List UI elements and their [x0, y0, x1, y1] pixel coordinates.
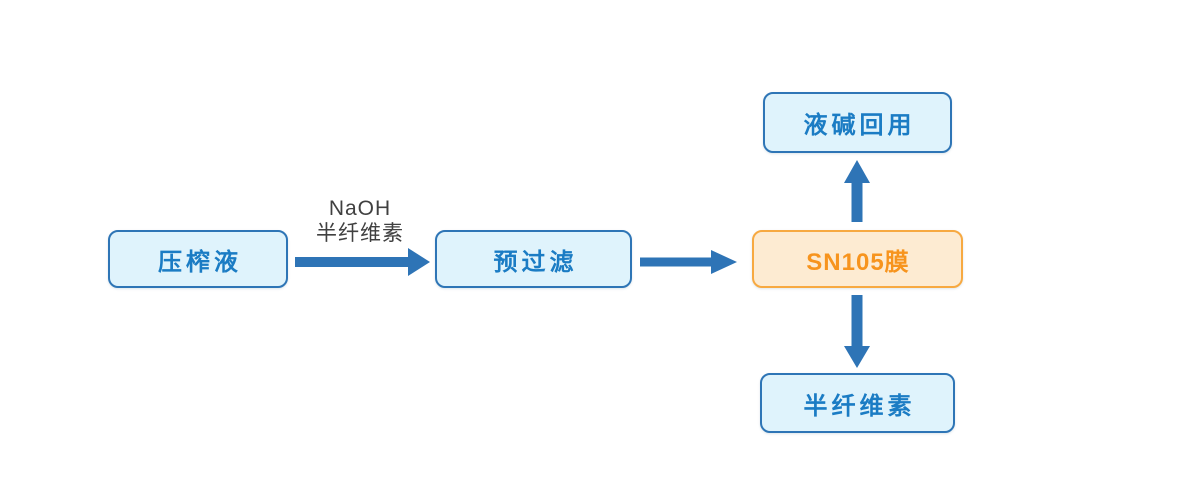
arrow-sn105-to-hemicellulose	[844, 295, 870, 368]
arrow-prefilter-to-sn105	[640, 250, 737, 274]
node-sn105-membrane-label: SN105膜	[806, 248, 910, 276]
node-hemicellulose-output-label: 半纤维素	[803, 392, 916, 420]
arrow-pressed-to-prefilter	[295, 248, 430, 276]
node-pressed-liquid-label: 压榨液	[158, 248, 242, 276]
node-hemicellulose-output: 半纤维素	[760, 373, 955, 433]
node-prefilter-label: 预过滤	[493, 248, 578, 276]
node-alkali-reuse-label: 液碱回用	[803, 112, 916, 139]
node-alkali-reuse: 液碱回用	[763, 92, 952, 153]
node-sn105-membrane: SN105膜	[752, 230, 963, 288]
node-prefilter: 预过滤	[435, 230, 632, 288]
node-pressed-liquid: 压榨液	[108, 230, 288, 288]
edge-label-line2: 半纤维素	[316, 222, 404, 245]
edge-label-naoh-hemicellulose: NaOH 半纤维素	[293, 196, 427, 246]
arrow-sn105-to-alkali-reuse	[844, 160, 870, 222]
edge-label-line1: NaOH	[328, 197, 392, 220]
